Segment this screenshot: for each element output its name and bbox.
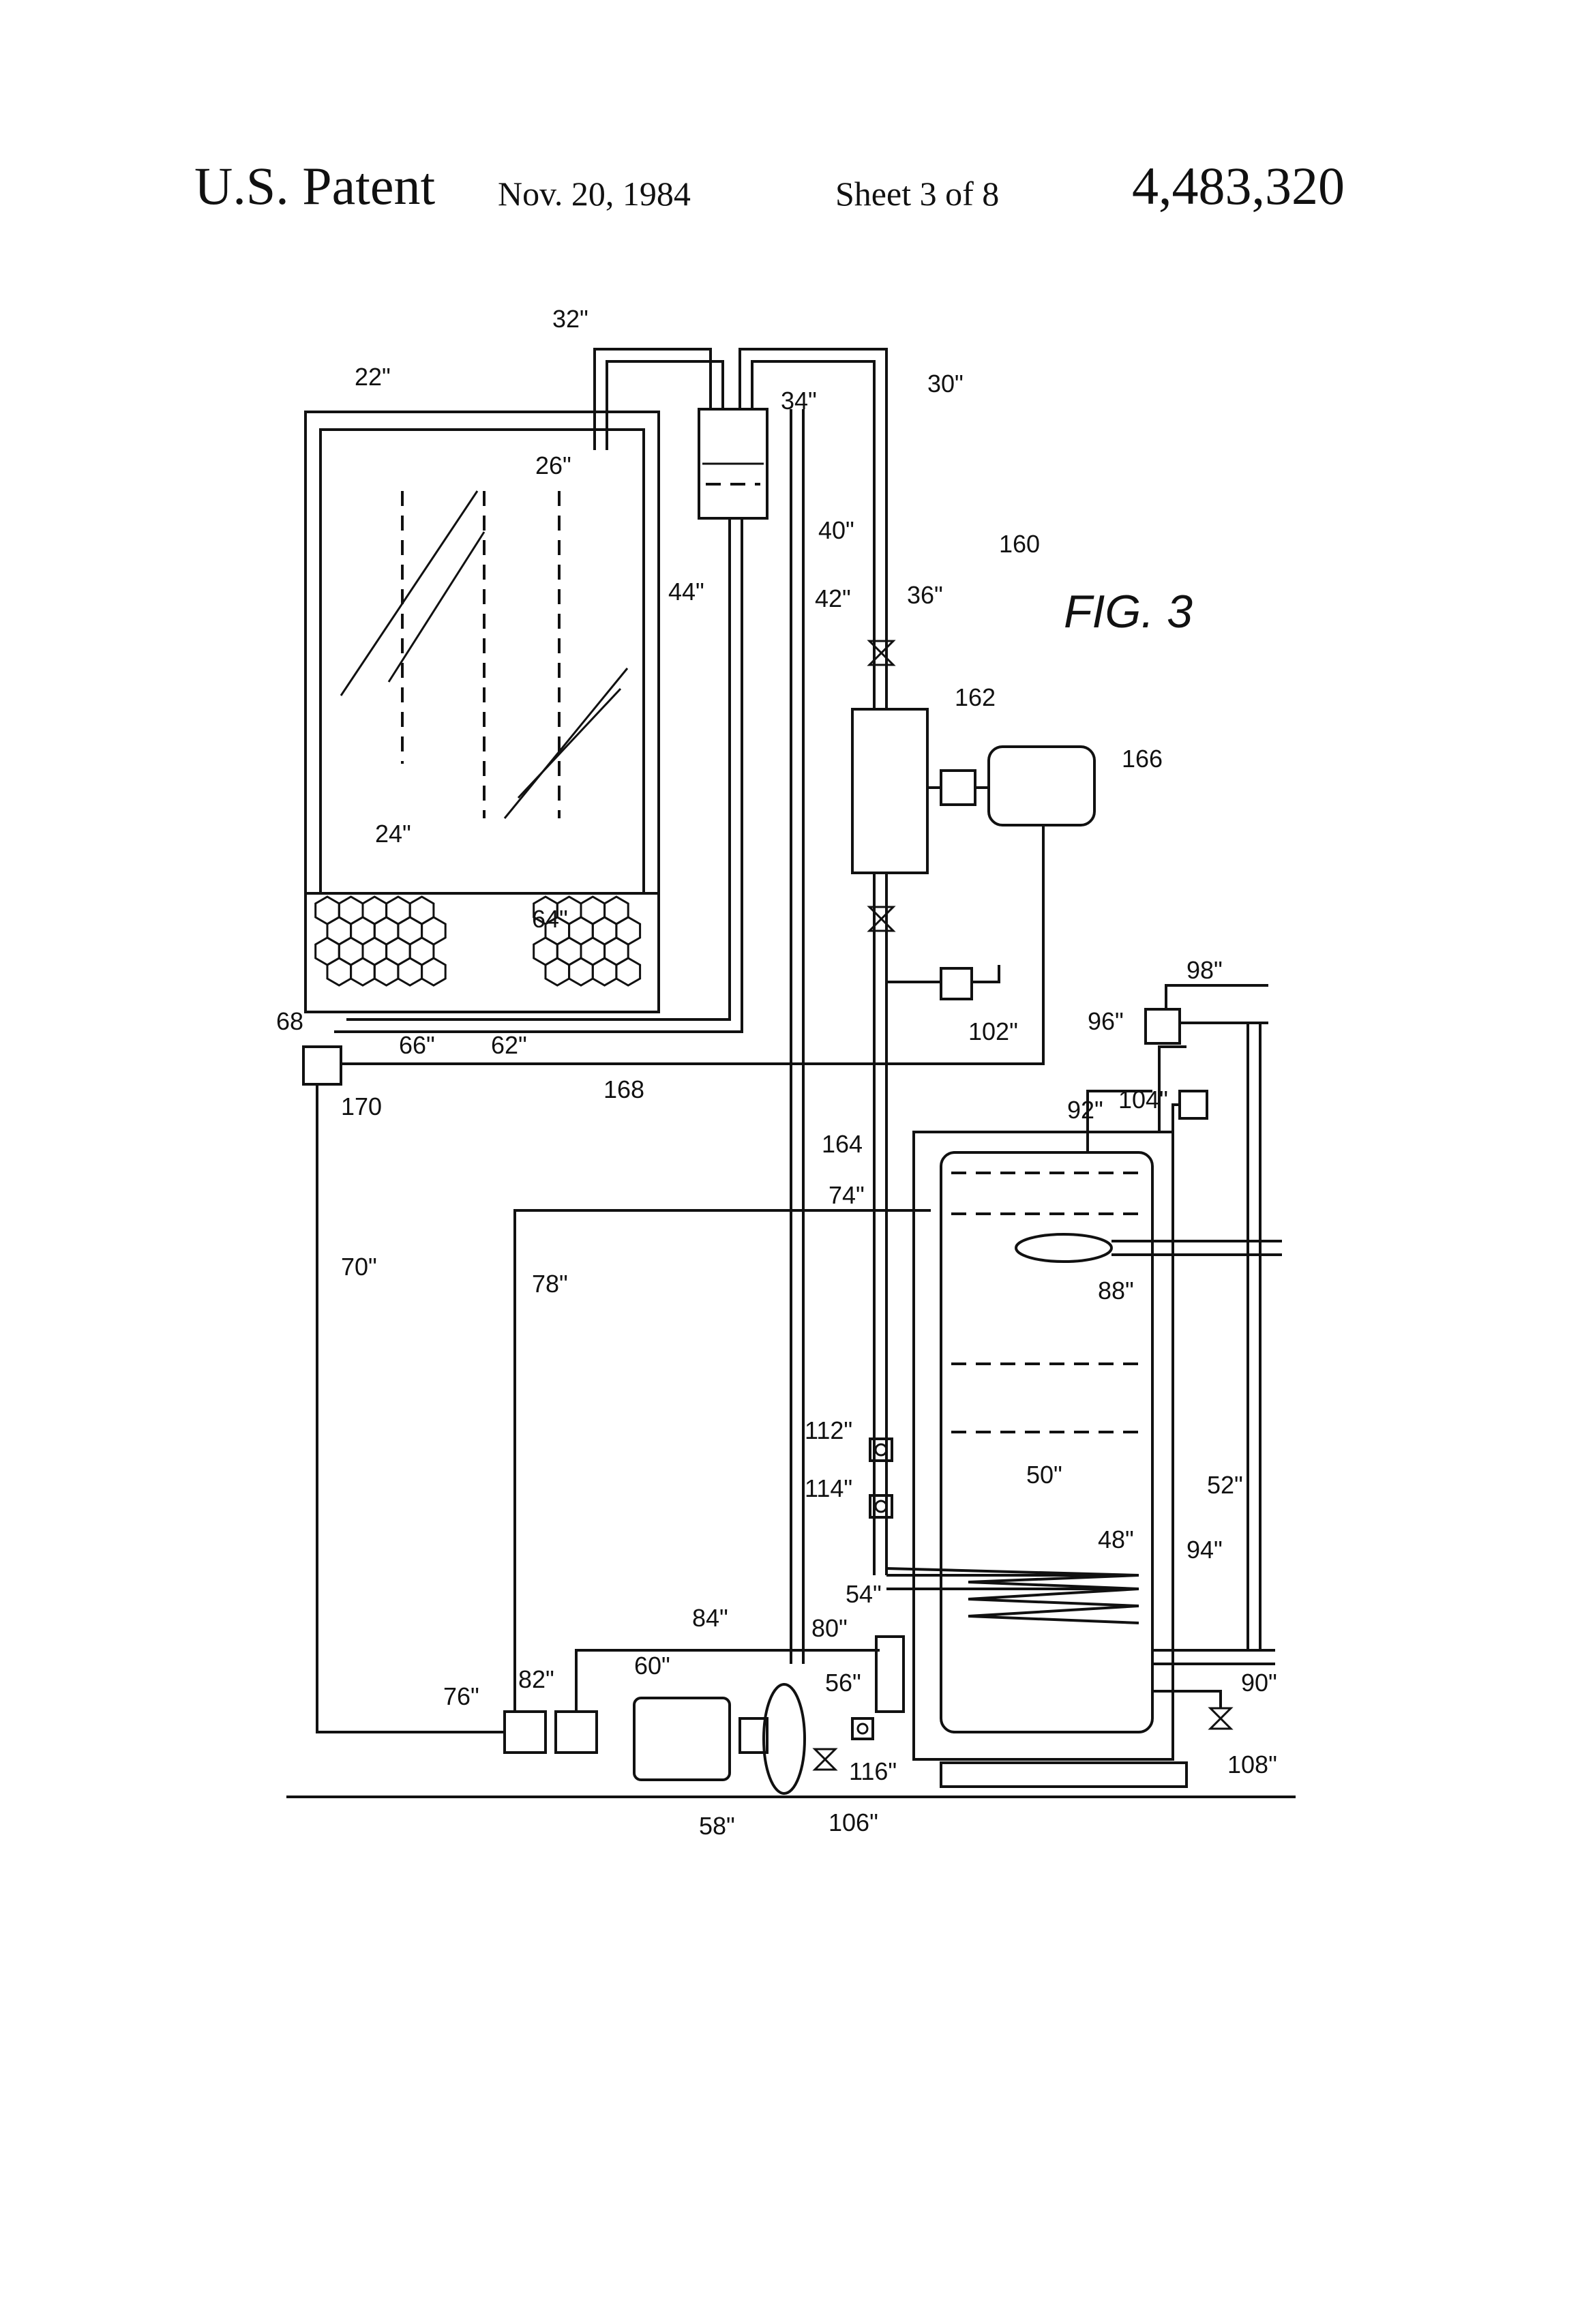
ref-36: 36" — [907, 581, 943, 609]
honeycomb-cell — [569, 958, 593, 985]
ref-24: 24" — [375, 820, 411, 848]
ref-34: 34" — [781, 387, 817, 415]
honeycomb-cell — [327, 958, 351, 985]
ref-58: 58" — [699, 1812, 735, 1840]
ref-74: 74" — [829, 1181, 865, 1209]
honeycomb-storage — [316, 897, 640, 985]
ref-94: 94" — [1186, 1536, 1223, 1564]
ref-116: 116" — [849, 1757, 897, 1785]
ref-162: 162 — [955, 683, 996, 711]
honeycomb-cell — [374, 958, 398, 985]
ref-90: 90" — [1241, 1669, 1277, 1697]
ref-60: 60" — [634, 1652, 670, 1680]
ref-106: 106" — [829, 1808, 878, 1836]
ref-70: 70" — [341, 1253, 377, 1281]
ref-42: 42" — [815, 584, 851, 612]
ref-88: 88" — [1098, 1277, 1134, 1305]
ref-30: 30" — [927, 370, 964, 398]
ref-108: 108" — [1227, 1751, 1277, 1778]
ref-66: 66" — [399, 1031, 435, 1059]
ref-96: 96" — [1088, 1007, 1124, 1035]
reference-labels: FIG. 3 22" 32" 34" 30" 26" 160 40" 44" 4… — [276, 305, 1277, 1840]
ref-170: 170 — [341, 1092, 382, 1120]
ref-64: 64" — [532, 905, 568, 933]
honeycomb-cell — [398, 958, 422, 985]
honeycomb-cell — [546, 958, 569, 985]
honeycomb-cell — [593, 958, 616, 985]
ref-164: 164 — [822, 1130, 863, 1158]
ref-112: 112" — [805, 1416, 852, 1444]
ref-32: 32" — [552, 305, 588, 333]
ref-92: 92" — [1067, 1096, 1103, 1124]
ref-84: 84" — [692, 1604, 728, 1632]
ref-114: 114" — [805, 1474, 852, 1502]
ref-160: 160 — [999, 530, 1040, 558]
ref-166: 166 — [1122, 745, 1163, 773]
ref-80: 80" — [811, 1614, 848, 1642]
ref-62: 62" — [491, 1031, 527, 1059]
figure-label: FIG. 3 — [1064, 586, 1193, 638]
ref-48: 48" — [1098, 1525, 1134, 1553]
ref-40: 40" — [818, 516, 854, 544]
ref-52: 52" — [1207, 1471, 1243, 1499]
honeycomb-cell — [351, 958, 375, 985]
ref-104: 104" — [1118, 1086, 1168, 1114]
honeycomb-cell — [616, 958, 640, 985]
ref-68: 68 — [276, 1007, 303, 1035]
ref-76: 76" — [443, 1682, 479, 1710]
ref-78: 78" — [532, 1270, 568, 1298]
ref-22: 22" — [355, 363, 391, 391]
honeycomb-cell — [422, 958, 446, 985]
pump-motor — [505, 1637, 904, 1793]
ref-26: 26" — [535, 451, 571, 479]
ref-50: 50" — [1026, 1461, 1062, 1489]
ref-168: 168 — [603, 1075, 644, 1103]
ref-82: 82" — [518, 1665, 554, 1693]
ref-56: 56" — [825, 1669, 861, 1697]
ref-102: 102" — [968, 1017, 1018, 1045]
ref-98: 98" — [1186, 956, 1223, 984]
ref-54: 54" — [846, 1580, 882, 1608]
ref-44: 44" — [668, 578, 704, 606]
solar-collector — [305, 412, 659, 1012]
